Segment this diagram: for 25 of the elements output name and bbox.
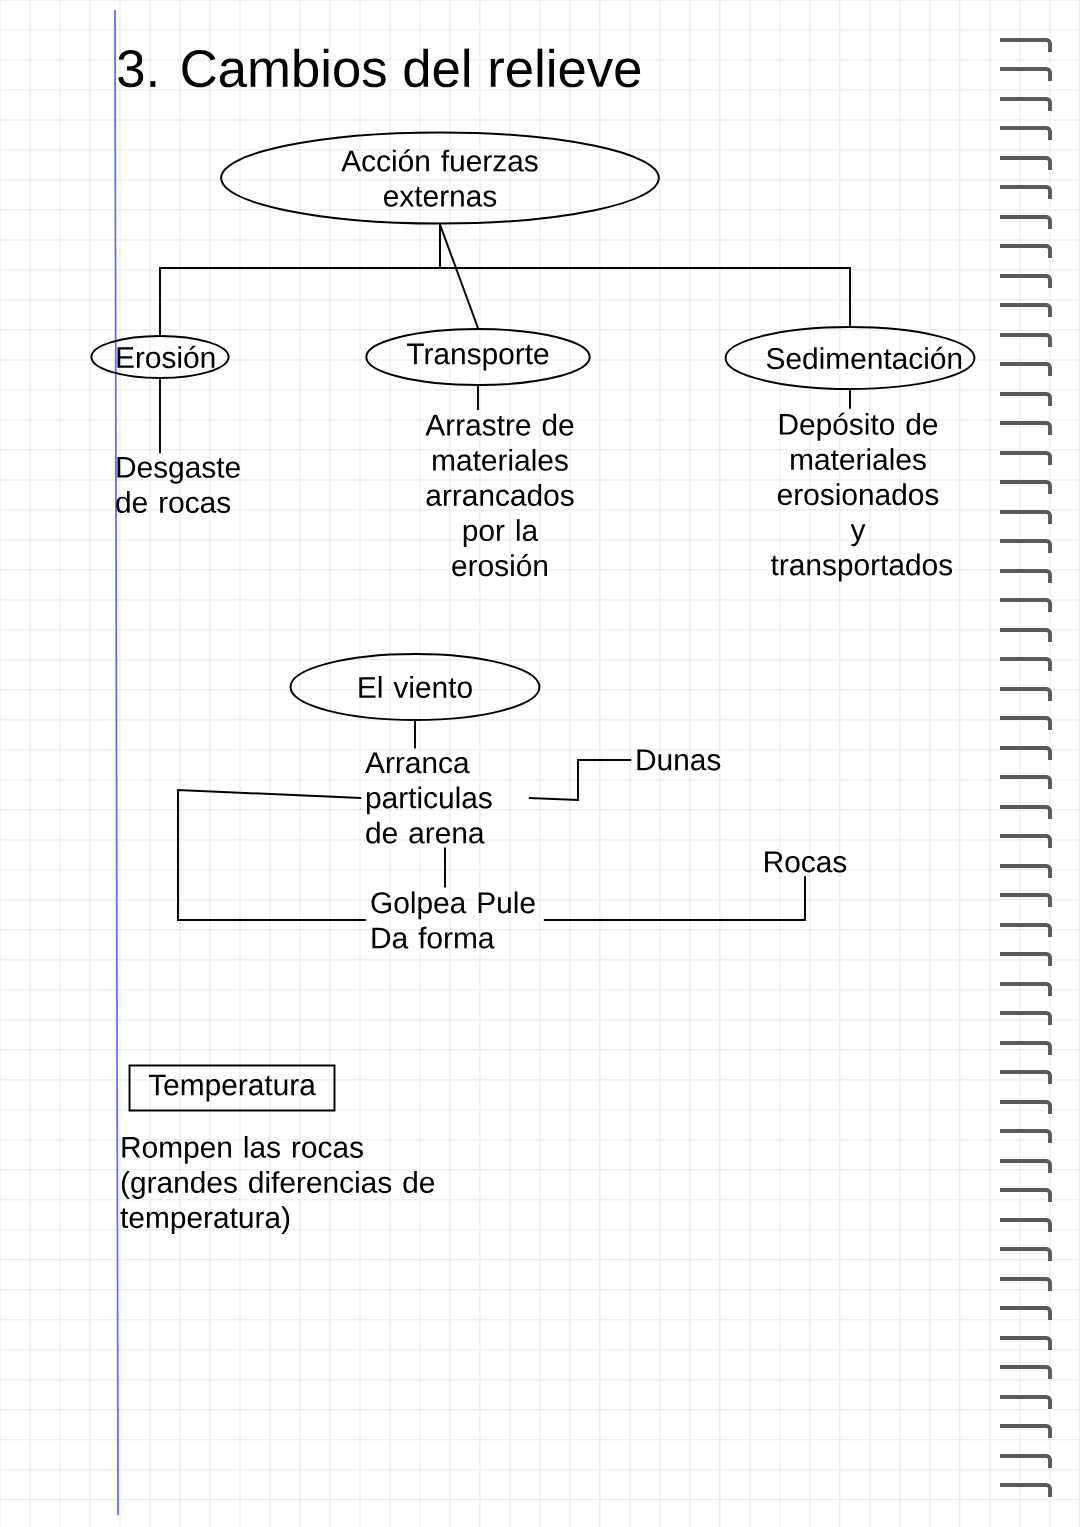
- ellipse-node: Erosión: [90, 335, 230, 379]
- connector-line: [527, 759, 633, 801]
- note-text: Golpea Pule Da forma: [371, 891, 535, 949]
- ellipse-node: Acción fuerzas externas: [220, 131, 660, 225]
- connector-line: [159, 378, 161, 455]
- connector-line: [414, 720, 416, 750]
- note-text: Arranca particulas de arena: [365, 752, 492, 844]
- connector-line: [542, 875, 806, 921]
- boxed-heading: Temperatura: [128, 1064, 336, 1112]
- title: 3. Cambios del relieve: [118, 48, 641, 88]
- note-text: Arrastre de materiales arrancados por la erosión: [425, 413, 574, 577]
- note-text: Rompen las rocas (grandes diferencias de temperatura): [120, 1135, 435, 1235]
- ellipse-node: Sedimentación: [724, 326, 976, 390]
- connector-line: [439, 223, 479, 329]
- ellipse-node: El viento: [289, 653, 541, 721]
- connector-line: [849, 389, 851, 410]
- note-text: Depósito de materiales erosionados y transportados: [770, 412, 953, 582]
- note-text: Dunas: [637, 749, 721, 771]
- connector-line: [177, 789, 368, 921]
- ellipse-node: Transporte: [365, 328, 591, 386]
- connector-line: [477, 385, 479, 411]
- connector-line: [444, 846, 446, 889]
- note-text: Desgaste de rocas: [116, 457, 240, 513]
- note-text: Rocas: [765, 851, 847, 873]
- connector-line: [439, 223, 851, 327]
